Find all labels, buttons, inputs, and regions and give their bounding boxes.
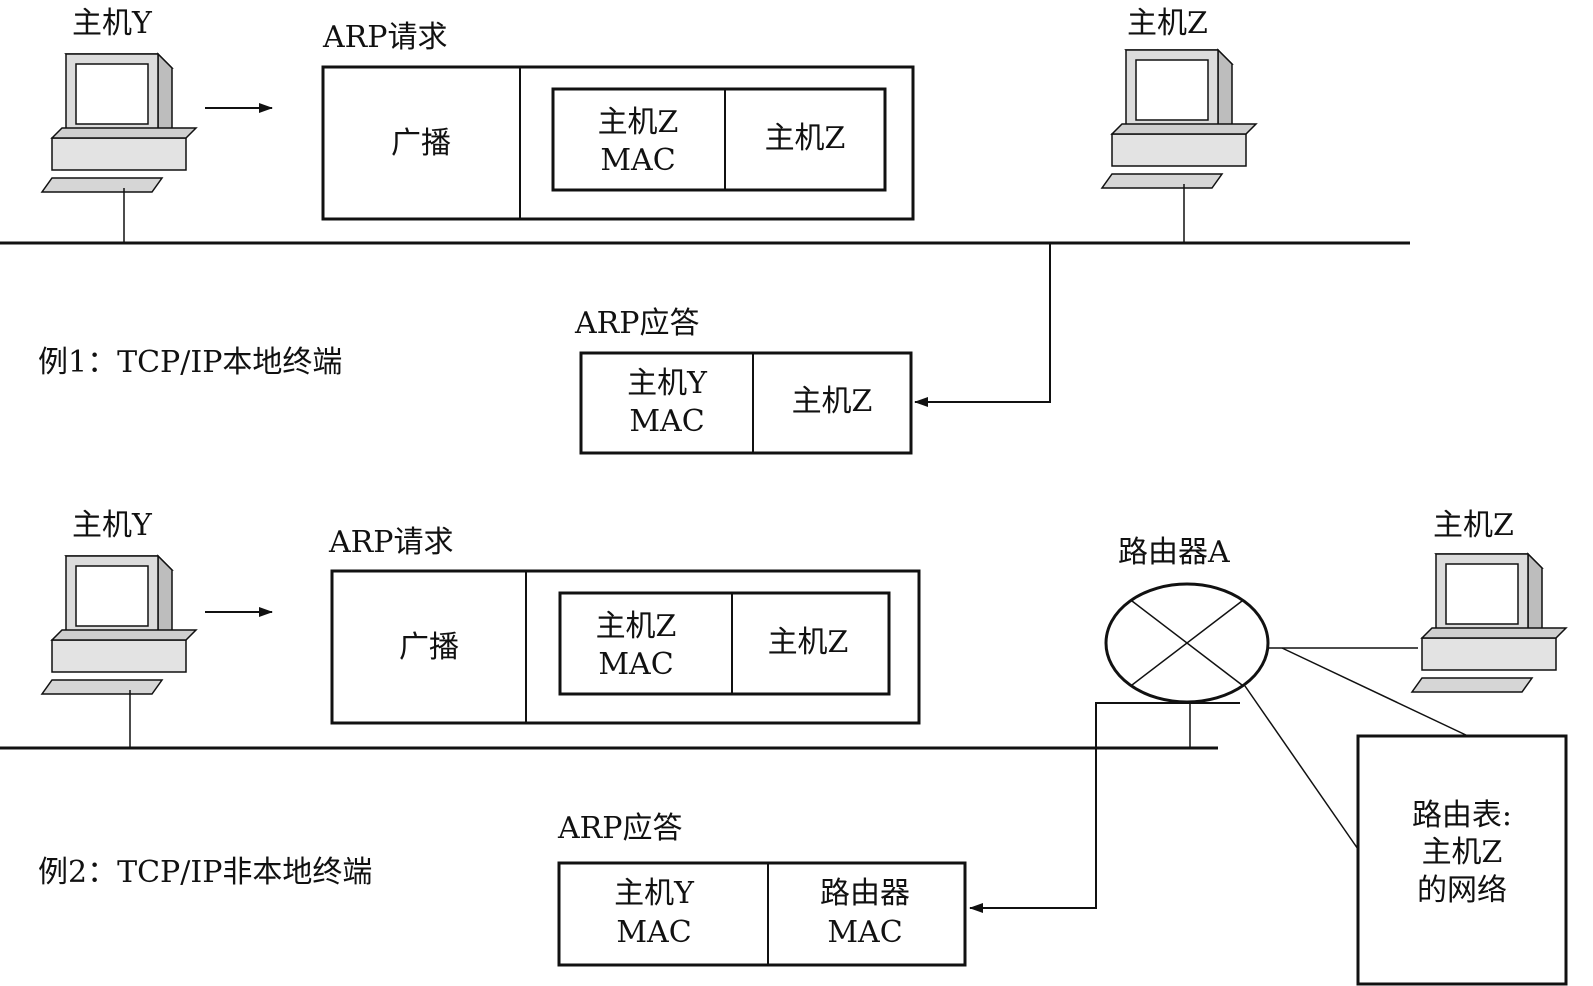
target-mac-line-2: MAC <box>600 143 675 178</box>
reply-router-mac-line-1: 路由器 <box>820 876 910 911</box>
reply-mac-line-1: 主机Y <box>627 366 708 401</box>
reply-mac-line-1-2: 主机Y <box>614 876 695 911</box>
host-z-computer-icon-2 <box>1411 553 1567 693</box>
broadcast-field-2: 广播 <box>399 630 459 665</box>
example-1-caption: 例1：TCP/IP本地终端 <box>38 345 342 380</box>
router-icon <box>1104 582 1270 704</box>
arp-request-frame: 广播 主机Z MAC 主机Z <box>321 65 915 221</box>
example-2: 主机Y ARP请求 广播 主机Z MAC 主机Z 路由器A 主机Z <box>0 508 1568 986</box>
arp-reply-frame-2: 主机Y MAC 路由器 MAC <box>557 861 967 967</box>
reply-mac-line-2: MAC <box>629 404 704 439</box>
routing-table-line-3: 的网络 <box>1417 873 1507 908</box>
reply-router-mac-line-2: MAC <box>827 915 902 950</box>
host-y-label-2: 主机Y <box>72 508 153 543</box>
reply-mac-line-2-2: MAC <box>616 915 691 950</box>
router-to-table-link-2 <box>1244 685 1361 853</box>
arp-reply-frame: 主机Y MAC 主机Z <box>579 351 913 455</box>
router-to-table-link-1 <box>1281 647 1469 737</box>
broadcast-field: 广播 <box>391 126 451 161</box>
routing-table-line-1: 路由表: <box>1412 798 1512 833</box>
host-z-label: 主机Z <box>1127 6 1208 41</box>
host-y-label: 主机Y <box>72 6 153 41</box>
arp-reply-title-2: ARP应答 <box>557 811 682 846</box>
target-mac-line-2-2: MAC <box>598 647 673 682</box>
arp-reply-title: ARP应答 <box>574 306 699 341</box>
target-ip-field-2: 主机Z <box>768 625 849 660</box>
target-ip-field: 主机Z <box>765 121 846 156</box>
routing-table-box: 路由表: 主机Z 的网络 <box>1356 734 1568 986</box>
arp-request-title-2: ARP请求 <box>328 525 453 560</box>
example-2-caption: 例2：TCP/IP非本地终端 <box>38 855 372 890</box>
target-mac-line-1-2: 主机Z <box>596 609 677 644</box>
routing-table-line-2: 主机Z <box>1422 835 1503 870</box>
example-1: 主机Y ARP请求 广播 主机Z MAC 主机Z 主机Z 例1：TCP/IP本地… <box>0 6 1410 455</box>
reply-path-1 <box>914 243 1051 407</box>
router-label: 路由器A <box>1118 535 1230 570</box>
host-y-computer-icon-2 <box>41 555 197 695</box>
host-y-computer-icon <box>41 53 197 193</box>
reply-path-2 <box>969 702 1240 913</box>
host-z-label-2: 主机Z <box>1433 508 1514 543</box>
arp-request-title: ARP请求 <box>322 20 447 55</box>
reply-ip-field: 主机Z <box>792 384 873 419</box>
target-mac-line-1: 主机Z <box>598 105 679 140</box>
arp-request-frame-2: 广播 主机Z MAC 主机Z <box>330 569 921 725</box>
host-z-computer-icon <box>1101 49 1257 189</box>
